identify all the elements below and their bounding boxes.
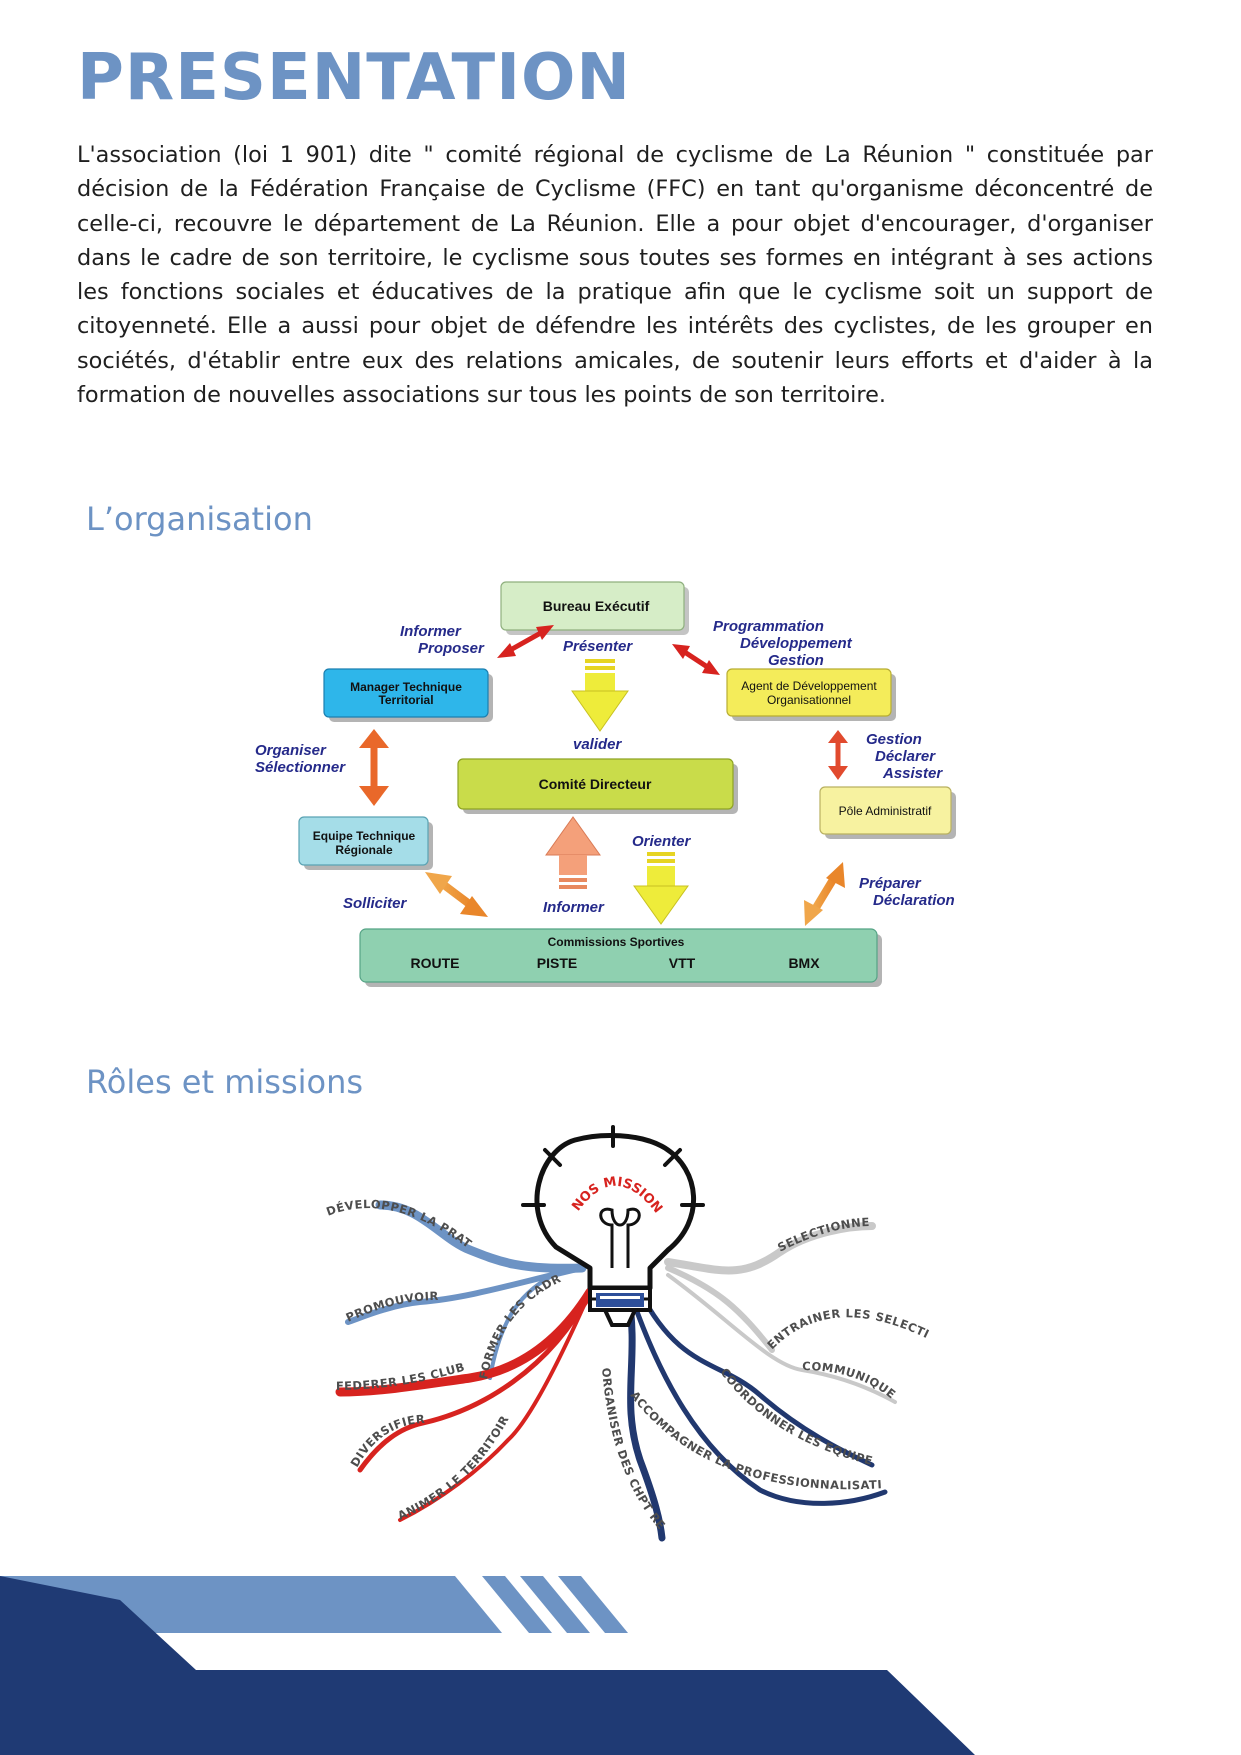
arrow-bureau-manager <box>497 625 554 658</box>
commission-bmx: BMX <box>788 955 820 971</box>
box-pole-administratif: Pôle Administratif <box>819 786 956 839</box>
footer-decoration <box>0 1576 975 1755</box>
manager-label-1: Manager Technique <box>350 680 462 694</box>
verb-proposer: Proposer <box>418 640 485 657</box>
verb-informer-top: Informer <box>400 623 462 640</box>
roles-heading: Rôles et missions <box>86 1063 364 1101</box>
organisation-heading: L’organisation <box>86 500 313 538</box>
arrow-commissions-pole <box>804 862 845 926</box>
box-bureau-executif: Bureau Exécutif <box>500 581 689 635</box>
pole-label: Pôle Administratif <box>839 804 932 818</box>
arrow-informer <box>545 816 601 889</box>
commissions-label: Commissions Sportives <box>548 935 685 949</box>
commission-vtt: VTT <box>669 955 696 971</box>
equipe-label-1: Equipe Technique <box>313 829 416 843</box>
lightbulb-icon <box>521 1125 705 1327</box>
agent-label-2: Organisationnel <box>767 693 851 707</box>
verb-gestion: Gestion <box>866 731 922 748</box>
verb-organiser: Organiser <box>255 742 327 759</box>
verb-presenter: Présenter <box>563 638 633 655</box>
arrow-agent-pole <box>828 730 848 780</box>
verb-developpement: Développement <box>740 635 853 652</box>
comite-label: Comité Directeur <box>539 776 652 792</box>
manager-label-2: Territorial <box>378 693 433 707</box>
verb-declaration: Déclaration <box>873 892 955 909</box>
verb-valider: valider <box>573 736 623 753</box>
verb-assister: Assister <box>882 765 943 782</box>
box-equipe-technique: Equipe Technique Régionale <box>298 816 433 870</box>
verb-preparer: Préparer <box>859 875 922 892</box>
arrow-equipe-commissions <box>425 872 488 917</box>
arrow-orienter <box>633 852 689 925</box>
commission-piste: PISTE <box>537 955 577 971</box>
branches-left-blue <box>345 1200 587 1380</box>
agent-label-1: Agent de Développement <box>741 679 877 693</box>
arrow-manager-equipe <box>359 729 389 806</box>
verb-informer: Informer <box>543 899 605 916</box>
intro-paragraph: L'association (loi 1 901) dite " comité … <box>77 142 1153 409</box>
box-manager-technique: Manager Technique Territorial <box>323 668 493 722</box>
bureau-label: Bureau Exécutif <box>543 598 650 614</box>
commission-route: ROUTE <box>411 955 460 971</box>
verb-orienter: Orienter <box>632 833 692 850</box>
page-title: PRESENTATION <box>77 41 631 115</box>
mission-promouvoir: PROMOUVOIR <box>344 1289 439 1325</box>
arrow-bureau-agent <box>672 644 720 675</box>
box-comite-directeur: Comité Directeur <box>457 758 738 814</box>
verb-programmation: Programmation <box>713 618 824 635</box>
verb-selectionner: Sélectionner <box>255 759 346 776</box>
branches-dark-blue <box>624 1288 888 1542</box>
verb-declarer: Déclarer <box>875 748 936 765</box>
equipe-label-2: Régionale <box>335 843 393 857</box>
arrow-valider <box>571 659 629 732</box>
verb-solliciter: Solliciter <box>343 895 408 912</box>
org-chart: Bureau Exécutif Manager Technique Territ… <box>255 581 956 987</box>
verb-gestion-top: Gestion <box>768 652 824 669</box>
mission-coordonner: COORDONNER LES EQUIPES <box>0 0 874 1468</box>
box-commissions-sportives: Commissions Sportives ROUTE PISTE VTT BM… <box>359 928 882 987</box>
box-agent-developpement: Agent de Développement Organisationnel <box>726 668 896 721</box>
branches-right-grey <box>664 1222 897 1404</box>
branches-left-red <box>335 1287 595 1522</box>
